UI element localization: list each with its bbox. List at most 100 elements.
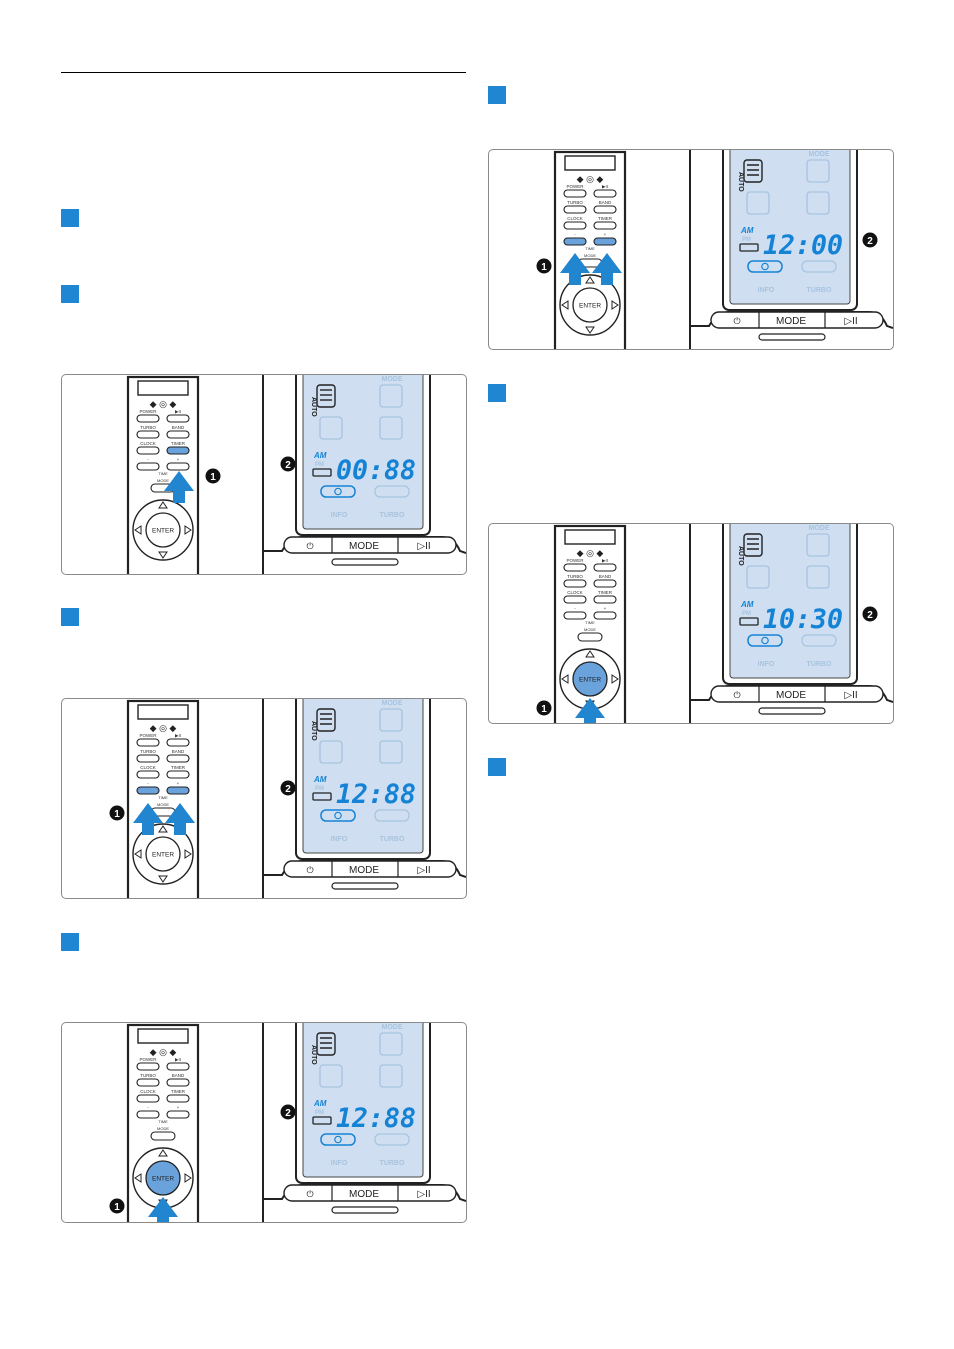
press-arrow-icon-0 (133, 803, 163, 835)
step-marker-1 (61, 209, 79, 227)
remote-band-button (166, 754, 190, 763)
remote-play-button (166, 738, 190, 747)
lcd-clock-icon (334, 487, 342, 496)
remote-turbo-button-label: TURBO (567, 200, 583, 205)
lcd-auto-icon (316, 384, 336, 408)
lcd-battery-icon (739, 617, 759, 626)
remote-time-plus-button (166, 786, 190, 795)
remote-timer-button (593, 221, 617, 230)
lcd-time-digits: 10:30 (763, 604, 843, 635)
remote-down-arrow-icon (158, 875, 168, 883)
lcd-mode-header: MODE (809, 151, 830, 158)
remote-time-plus-button (593, 237, 617, 246)
lcd-turbo-label: TURBO (380, 1160, 405, 1167)
remote-clock-button-label: CLOCK (567, 216, 583, 221)
remote-ir-window (564, 529, 616, 545)
lcd-play-box (374, 809, 410, 822)
device-base-slot (758, 333, 826, 341)
remote-play-button (166, 1062, 190, 1071)
remote-time-minus-button (563, 611, 587, 620)
lcd-time-digits: 00:88 (336, 455, 416, 486)
remote-time-minus-button (563, 237, 587, 246)
remote-timer-button-label: TIMER (171, 1089, 186, 1094)
remote-clock-button (563, 595, 587, 604)
lcd-auto-label: AUTO (310, 1045, 317, 1065)
callout-2-label: 2 (867, 236, 873, 247)
lcd-filter-icon (806, 533, 830, 557)
lcd-filter-icon (379, 384, 403, 408)
step-marker-6 (488, 384, 506, 402)
device-mode-button: MODE (776, 690, 806, 701)
remote-clock-button (136, 446, 160, 455)
lcd-clean-icon (379, 1064, 403, 1088)
remote-band-button-label: BAND (172, 1073, 185, 1078)
remote-turbo-button-label: TURBO (567, 574, 583, 579)
lcd-fan-icon (319, 416, 343, 440)
lcd-auto-label: AUTO (310, 721, 317, 741)
remote-mode-label: MODE (157, 1126, 169, 1131)
lcd-pm-label: PM (315, 786, 324, 792)
remote-timer-button (593, 595, 617, 604)
callout-2 (280, 1104, 296, 1120)
device-lcd (302, 375, 424, 530)
lcd-filter-icon (379, 708, 403, 732)
lcd-play-box (801, 260, 837, 273)
remote-turbo-button (563, 579, 587, 588)
remote-mode-label: MODE (157, 478, 169, 483)
lcd-clock-icon (761, 262, 769, 271)
lcd-battery-icon (312, 792, 332, 801)
lcd-time-digits: 12:88 (336, 779, 416, 810)
remote-mode-button (577, 632, 603, 642)
callout-2-label: 2 (285, 460, 291, 471)
remote-turbo-button-label: TURBO (140, 1073, 156, 1078)
remote-timer-button-label: TIMER (171, 441, 186, 446)
remote-clock-button-label: CLOCK (140, 765, 156, 770)
lcd-fan-icon (746, 191, 770, 215)
press-arrow-icon-1 (165, 803, 195, 835)
lcd-pm-label: PM (315, 462, 324, 468)
remote-top-icons: ◆ ◎ ◆ (577, 548, 604, 558)
callout-2-label: 2 (285, 1108, 291, 1119)
lcd-clean-icon (379, 416, 403, 440)
device-play-icon: ▷II (417, 1189, 430, 1200)
remote-enter-button (145, 512, 181, 548)
remote-play-button-label: ▶II (602, 558, 608, 563)
remote-timer-button-label: TIMER (598, 216, 613, 221)
lcd-auto-icon (743, 533, 763, 557)
remote-timer-button (166, 770, 190, 779)
remote-power-button-label: POWER (566, 184, 584, 189)
remote-time-label: TIME (158, 471, 168, 476)
remote-play-button-label: ▶II (175, 1057, 181, 1062)
remote-time-plus-button-label: + (604, 606, 607, 611)
lcd-battery-icon (312, 468, 332, 477)
lcd-filter-icon (806, 159, 830, 183)
press-arrow-icon-1 (592, 253, 622, 285)
lcd-info-label: INFO (758, 661, 775, 668)
lcd-am-label: AM (313, 1099, 327, 1108)
remote-band-button-label: BAND (599, 574, 612, 579)
lcd-pm-label: PM (315, 1110, 324, 1116)
remote-mode-button (150, 1131, 176, 1141)
lcd-pm-label: PM (742, 611, 751, 617)
remote-power-button (136, 1062, 160, 1071)
remote-mode-label: MODE (584, 253, 596, 258)
step-marker-4 (61, 933, 79, 951)
lcd-timer-icon (747, 260, 783, 273)
lcd-mode-header: MODE (382, 376, 403, 383)
remote-play-button-label: ▶II (602, 184, 608, 189)
remote-left-arrow-icon (561, 300, 569, 310)
remote-play-button-label: ▶II (175, 409, 181, 414)
press-arrow-icon-0 (164, 471, 194, 503)
lcd-play-box (374, 1133, 410, 1146)
callout-1-label: 1 (114, 1202, 120, 1213)
remote-clock-button (136, 1094, 160, 1103)
remote-down-arrow-icon (585, 326, 595, 334)
callout-1-label: 1 (114, 809, 120, 820)
lcd-auto-icon (743, 159, 763, 183)
lcd-info-label: INFO (331, 1160, 348, 1167)
